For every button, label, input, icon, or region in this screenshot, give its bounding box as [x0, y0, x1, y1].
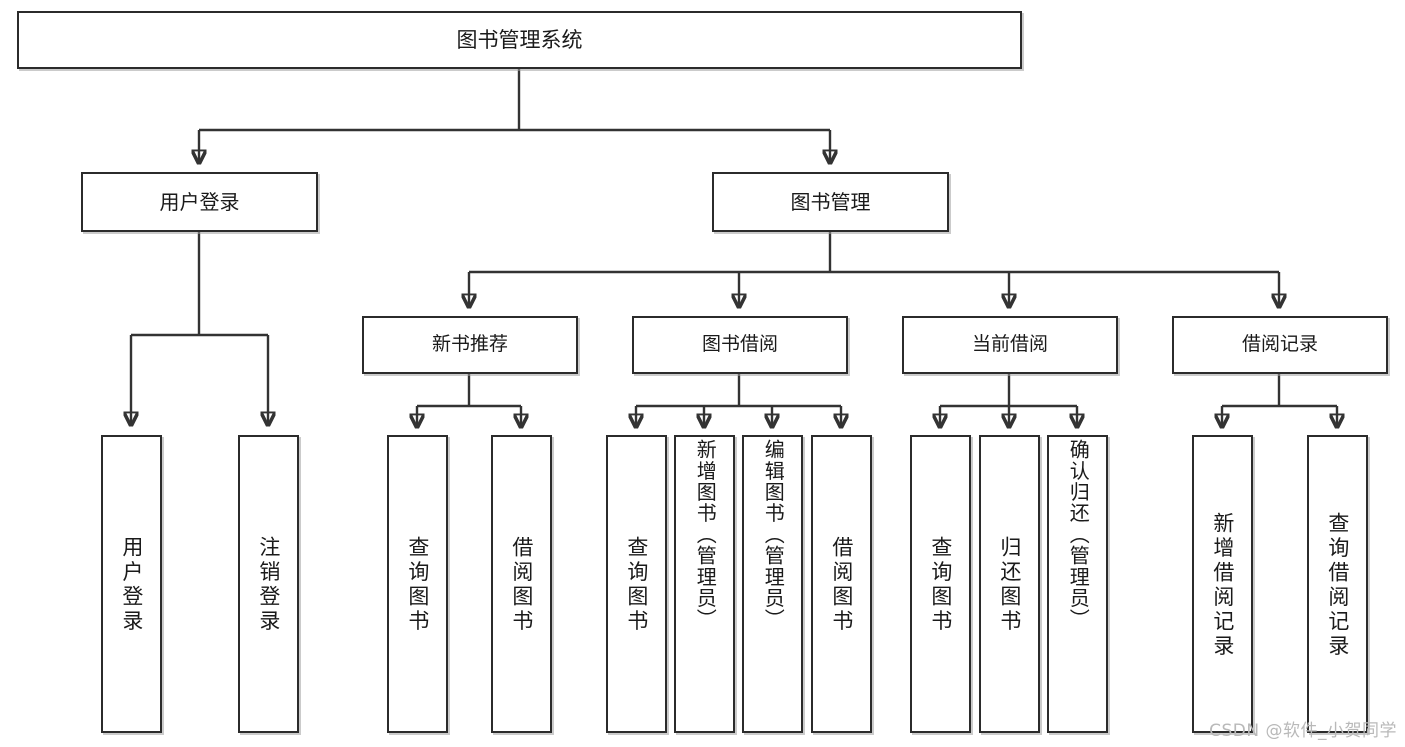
node-label: 用户登录 — [119, 536, 144, 634]
leaf-logout[interactable]: 注销登录 — [238, 435, 299, 733]
leaf-add-borrow-record[interactable]: 新增借阅记录 — [1192, 435, 1253, 733]
node-label: 借阅记录 — [1241, 333, 1318, 356]
leaf-user-login[interactable]: 用户登录 — [101, 435, 162, 733]
leaf-query-borrow-record[interactable]: 查询借阅记录 — [1307, 435, 1368, 733]
node-user-login[interactable]: 用户登录 — [81, 172, 318, 232]
leaf-query-book-current[interactable]: 查询图书 — [910, 435, 971, 733]
node-label: 编辑图书（管理员） — [761, 439, 786, 630]
node-label: 新增图书（管理员） — [693, 439, 718, 630]
leaf-return-book[interactable]: 归还图书 — [979, 435, 1040, 733]
leaf-borrow-book-recommend[interactable]: 借阅图书 — [491, 435, 552, 733]
node-label: 当前借阅 — [971, 333, 1048, 356]
node-label: 图书管理 — [790, 189, 871, 214]
node-label: 新书推荐 — [431, 333, 508, 356]
node-root-system[interactable]: 图书管理系统 — [17, 11, 1022, 69]
node-label: 新增借阅记录 — [1210, 511, 1235, 659]
node-label: 借阅图书 — [509, 536, 534, 634]
node-label: 图书管理系统 — [456, 27, 583, 52]
leaf-query-book-recommend[interactable]: 查询图书 — [387, 435, 448, 733]
leaf-confirm-return-admin[interactable]: 确认归还（管理员） — [1047, 435, 1108, 733]
node-label: 归还图书 — [997, 536, 1022, 634]
node-label: 用户登录 — [159, 189, 240, 214]
node-label: 注销登录 — [256, 536, 281, 634]
leaf-borrow-book[interactable]: 借阅图书 — [811, 435, 872, 733]
node-label: 查询图书 — [624, 536, 649, 634]
node-label: 查询图书 — [928, 536, 953, 634]
node-borrow-record[interactable]: 借阅记录 — [1172, 316, 1388, 374]
node-book-borrow[interactable]: 图书借阅 — [632, 316, 848, 374]
node-label: 查询图书 — [405, 536, 430, 634]
leaf-query-book-borrow[interactable]: 查询图书 — [606, 435, 667, 733]
node-label: 确认归还（管理员） — [1066, 439, 1091, 630]
node-label: 图书借阅 — [701, 333, 778, 356]
node-label: 借阅图书 — [829, 536, 854, 634]
leaf-edit-book-admin[interactable]: 编辑图书（管理员） — [742, 435, 803, 733]
node-label: 查询借阅记录 — [1325, 511, 1350, 659]
node-current-borrow[interactable]: 当前借阅 — [902, 316, 1118, 374]
csdn-watermark: CSDN @软件_小贺同学 — [1209, 721, 1397, 741]
node-new-book-recommend[interactable]: 新书推荐 — [362, 316, 578, 374]
leaf-add-book-admin[interactable]: 新增图书（管理员） — [674, 435, 735, 733]
node-book-manage[interactable]: 图书管理 — [712, 172, 949, 232]
